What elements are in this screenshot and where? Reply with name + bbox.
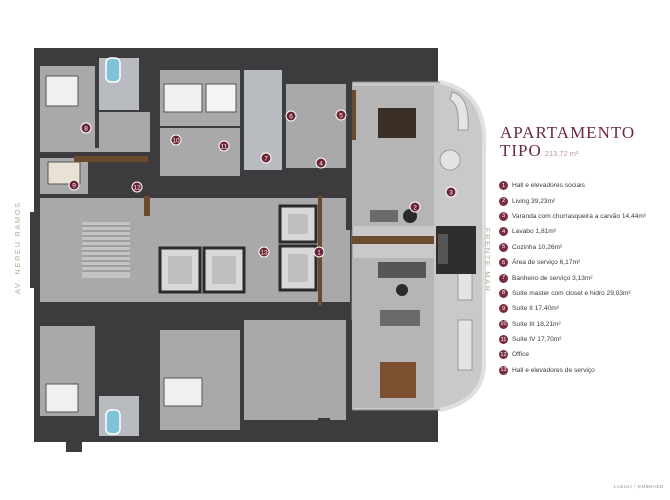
room-bottom-kitchen xyxy=(244,320,348,420)
room-living-top xyxy=(352,86,434,226)
legend-item: 13 Hall e elevadores de serviço xyxy=(499,363,646,378)
legend-number-badge: 9 xyxy=(499,304,508,314)
left-notches xyxy=(30,60,330,452)
legend-number-badge: 6 xyxy=(499,258,508,268)
interior-walls xyxy=(40,52,352,440)
legend-item: 8 Suíte master com closet e hidro 29,03m² xyxy=(499,286,646,301)
street-label-right: FRENTE MAR xyxy=(483,228,492,293)
svg-text:7: 7 xyxy=(264,156,268,163)
marker-9: 9 xyxy=(68,179,80,191)
legend-label: Suíte II 17,40m² xyxy=(512,305,559,313)
legend-label: Suíte master com closet e hidro 29,03m² xyxy=(512,289,631,297)
legend-label: Banheiro de serviço 3,13m² xyxy=(512,274,593,282)
legend-number-badge: 10 xyxy=(499,319,508,329)
legend-item: 9 Suíte II 17,40m² xyxy=(499,301,646,316)
brand-logo: LAZULI|EMBRAED xyxy=(614,484,664,489)
svg-text:5: 5 xyxy=(339,113,343,120)
legend-number-badge: 13 xyxy=(499,365,508,375)
svg-text:1: 1 xyxy=(317,250,321,257)
svg-text:2: 2 xyxy=(413,205,417,212)
legend-label: Living 39,23m² xyxy=(512,197,556,205)
marker-12: 12 xyxy=(131,181,143,193)
marker-4: 4 xyxy=(315,157,327,169)
legend-number-badge: 11 xyxy=(499,335,508,345)
legend-number-badge: 4 xyxy=(499,227,508,237)
room-suite3-lower xyxy=(160,128,240,176)
stairs xyxy=(82,222,130,278)
legend-label: Hall e elevadores sociais xyxy=(512,182,585,190)
legend-item: 6 Área de serviço 6,17m² xyxy=(499,255,646,270)
title-word-tipo: TIPO xyxy=(500,141,542,160)
title-area: 213,72 m² xyxy=(544,149,579,158)
legend-label: Varanda com churrasqueira a carvão 14,44… xyxy=(512,212,647,220)
legend-label: Área de serviço 6,17m² xyxy=(512,259,581,267)
legend-label: Office xyxy=(512,351,530,359)
legend-number-badge: 8 xyxy=(499,288,508,298)
legend-label: Lavabo 1,81m² xyxy=(512,228,556,236)
legend-label: Hall e elevadores de serviço xyxy=(512,366,595,374)
legend-label: Suíte IV 17,70m² xyxy=(512,336,562,344)
svg-text:10: 10 xyxy=(172,138,180,145)
legend-item: 1 Hall e elevadores sociais xyxy=(499,178,646,193)
legend-item: 2 Living 39,23m² xyxy=(499,193,646,208)
marker-13: 13 xyxy=(258,246,270,258)
street-label-left: AV. NEREU RAMOS xyxy=(13,201,22,294)
svg-text:13: 13 xyxy=(260,250,268,257)
marker-2: 2 xyxy=(409,201,421,213)
bathtubs xyxy=(105,57,121,435)
legend-number-badge: 3 xyxy=(499,211,508,221)
marker-6: 6 xyxy=(285,110,297,122)
svg-text:6: 6 xyxy=(289,114,293,121)
legend-item: 7 Banheiro de serviço 3,13m² xyxy=(499,270,646,285)
marker-10: 10 xyxy=(170,134,182,146)
legend-number-badge: 2 xyxy=(499,196,508,206)
marker-5: 5 xyxy=(335,109,347,121)
brand-separator: | xyxy=(634,484,636,489)
legend-item: 4 Lavabo 1,81m² xyxy=(499,224,646,239)
legend-number-badge: 7 xyxy=(499,273,508,283)
legend-item: 5 Cozinha 10,26m² xyxy=(499,240,646,255)
room-baths-top xyxy=(244,70,282,170)
svg-text:12: 12 xyxy=(133,185,141,192)
title-line-1: APARTAMENTO xyxy=(500,123,636,142)
legend-number-badge: 5 xyxy=(499,242,508,252)
elevator-panels xyxy=(168,214,308,284)
marker-11: 11 xyxy=(218,140,230,152)
front-core-detail xyxy=(438,234,448,264)
marker-1: 1 xyxy=(313,246,325,258)
svg-text:8: 8 xyxy=(84,126,88,133)
brand-sub: EMBRAED xyxy=(637,484,664,489)
marker-3: 3 xyxy=(445,186,457,198)
svg-text:9: 9 xyxy=(72,183,76,190)
beds xyxy=(45,75,237,413)
terrace-glass xyxy=(439,80,487,412)
room-kitchen xyxy=(286,84,346,168)
brand-name: LAZULI xyxy=(614,484,633,489)
legend: 1 Hall e elevadores sociais 2 Living 39,23m… xyxy=(499,178,646,378)
legend-label: Cozinha 10,26m² xyxy=(512,243,563,251)
room-markers: 1 2 3 4 5 6 7 8 9 10 11 12 13 xyxy=(68,109,457,258)
legend-number-badge: 12 xyxy=(499,350,508,360)
legend-item: 10 Suíte III 18,21m² xyxy=(499,317,646,332)
legend-label: Suíte III 18,21m² xyxy=(512,320,561,328)
legend-item: 12 Office xyxy=(499,347,646,362)
legend-number-badge: 1 xyxy=(499,181,508,191)
legend-item: 3 Varanda com churrasqueira a carvão 14,4… xyxy=(499,209,646,224)
legend-item: 11 Suíte IV 17,70m² xyxy=(499,332,646,347)
marker-8: 8 xyxy=(80,122,92,134)
svg-text:3: 3 xyxy=(449,190,453,197)
svg-text:11: 11 xyxy=(221,144,228,151)
marker-7: 7 xyxy=(260,152,272,164)
svg-text:4: 4 xyxy=(319,161,323,168)
living-furniture xyxy=(370,108,426,398)
